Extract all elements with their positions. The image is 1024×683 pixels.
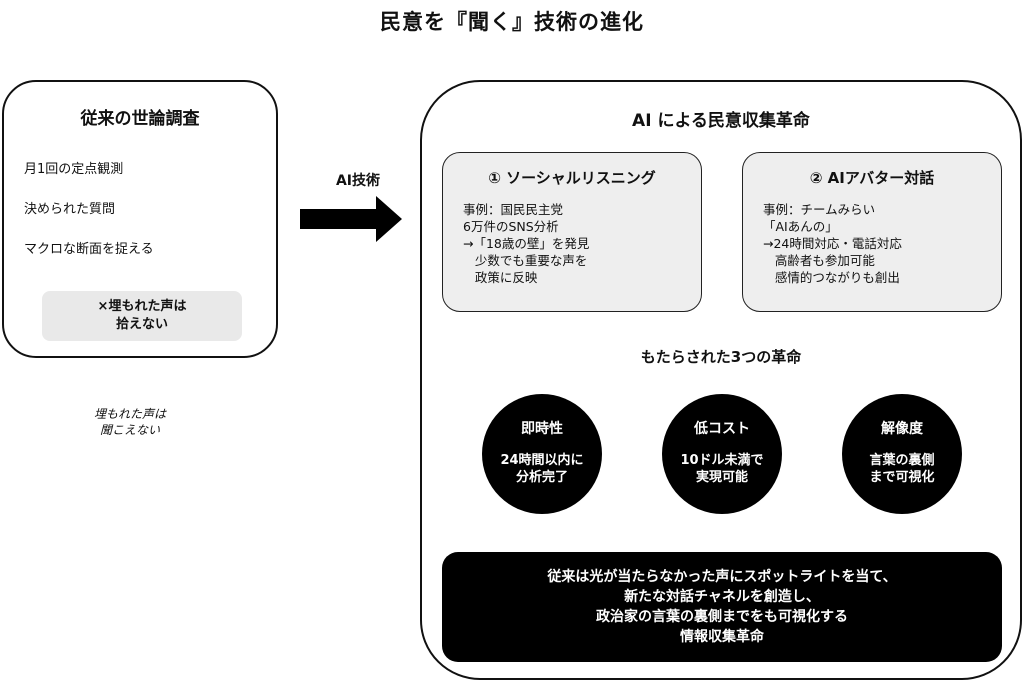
traditional-poll-heading: 従来の世論調査 bbox=[80, 109, 200, 129]
circle-line: 24時間以内に bbox=[500, 453, 584, 468]
ai-avatar-card: ② AIアバター対話 事例：チームみらい 「AIあんの」 →24時間対応・電話対… bbox=[742, 152, 1002, 312]
circle-body: 言葉の裏側 まで可視化 bbox=[842, 452, 962, 486]
card-line: 6万件のSNS分析 bbox=[463, 219, 559, 234]
immediacy-circle: 即時性 24時間以内に 分析完了 bbox=[482, 394, 602, 514]
arrow-label: AI技術 bbox=[335, 173, 381, 189]
ai-revolution-box: AI による民意収集革命 ① ソーシャルリスニング 事例：国民民主党 6万件のS… bbox=[420, 80, 1022, 680]
low-cost-circle: 低コスト 10ドル未満で 実現可能 bbox=[662, 394, 782, 514]
circle-line: 10ドル未満で bbox=[680, 453, 764, 468]
circle-title: 即時性 bbox=[521, 421, 563, 437]
summary-line: 情報収集革命 bbox=[680, 629, 764, 645]
buried-voices-note: 埋もれた声は 聞こえない bbox=[70, 406, 190, 438]
card-body: 事例：チームみらい 「AIあんの」 →24時間対応・電話対応 高齢者も参加可能 … bbox=[763, 201, 902, 286]
card-title: ① ソーシャルリスニング bbox=[488, 169, 656, 187]
limitation-note-line: ×埋もれた声は bbox=[97, 299, 187, 314]
limitation-note-line: 拾えない bbox=[115, 317, 168, 332]
page-title: 民意を『聞く』技術の進化 bbox=[380, 10, 644, 34]
card-line: 高齢者も参加可能 bbox=[763, 253, 875, 268]
buried-voices-line: 埋もれた声は bbox=[93, 407, 166, 421]
social-listening-card: ① ソーシャルリスニング 事例：国民民主党 6万件のSNS分析 →「18歳の壁」… bbox=[442, 152, 702, 312]
ai-revolution-heading: AI による民意収集革命 bbox=[632, 111, 810, 131]
circle-title: 解像度 bbox=[881, 421, 923, 437]
card-line: 事例：国民民主党 bbox=[463, 202, 564, 217]
card-line: 感情的つながりも創出 bbox=[763, 270, 900, 285]
three-revolutions-heading: もたらされた3つの革命 bbox=[640, 348, 802, 366]
resolution-circle: 解像度 言葉の裏側 まで可視化 bbox=[842, 394, 962, 514]
summary-line: 新たな対話チャネルを創造し、 bbox=[624, 589, 820, 605]
circle-body: 24時間以内に 分析完了 bbox=[482, 452, 602, 486]
circle-line: 言葉の裏側 bbox=[869, 453, 935, 468]
circle-title: 低コスト bbox=[694, 421, 750, 437]
circle-line: 実現可能 bbox=[695, 470, 748, 485]
limitation-note: ×埋もれた声は 拾えない bbox=[42, 291, 242, 341]
card-body: 事例：国民民主党 6万件のSNS分析 →「18歳の壁」を発見 少数でも重要な声を… bbox=[463, 201, 589, 286]
traditional-poll-box: 従来の世論調査 月1回の定点観測 決められた質問 マクロな断面を捉える ×埋もれ… bbox=[2, 80, 278, 358]
right-arrow-icon bbox=[300, 196, 402, 242]
circle-line: まで可視化 bbox=[869, 470, 935, 485]
card-line: →「18歳の壁」を発見 bbox=[463, 236, 590, 251]
circle-body: 10ドル未満で 実現可能 bbox=[662, 452, 782, 486]
card-line: →24時間対応・電話対応 bbox=[763, 236, 902, 251]
card-line: 少数でも重要な声を bbox=[463, 253, 588, 268]
traditional-poll-item: 決められた質問 bbox=[24, 202, 116, 217]
traditional-poll-item: マクロな断面を捉える bbox=[24, 242, 154, 257]
circle-line: 分析完了 bbox=[515, 470, 568, 485]
card-line: 事例：チームみらい bbox=[763, 202, 876, 217]
card-line: 政策に反映 bbox=[463, 270, 538, 285]
card-line: 「AIあんの」 bbox=[763, 219, 838, 234]
buried-voices-line: 聞こえない bbox=[99, 423, 160, 437]
summary-line: 政治家の言葉の裏側までをも可視化する bbox=[596, 609, 848, 625]
summary-banner: 従来は光が当たらなかった声にスポットライトを当て、 新たな対話チャネルを創造し、… bbox=[442, 552, 1002, 662]
traditional-poll-item: 月1回の定点観測 bbox=[24, 162, 124, 177]
summary-line: 従来は光が当たらなかった声にスポットライトを当て、 bbox=[547, 569, 897, 585]
card-title: ② AIアバター対話 bbox=[809, 169, 935, 187]
